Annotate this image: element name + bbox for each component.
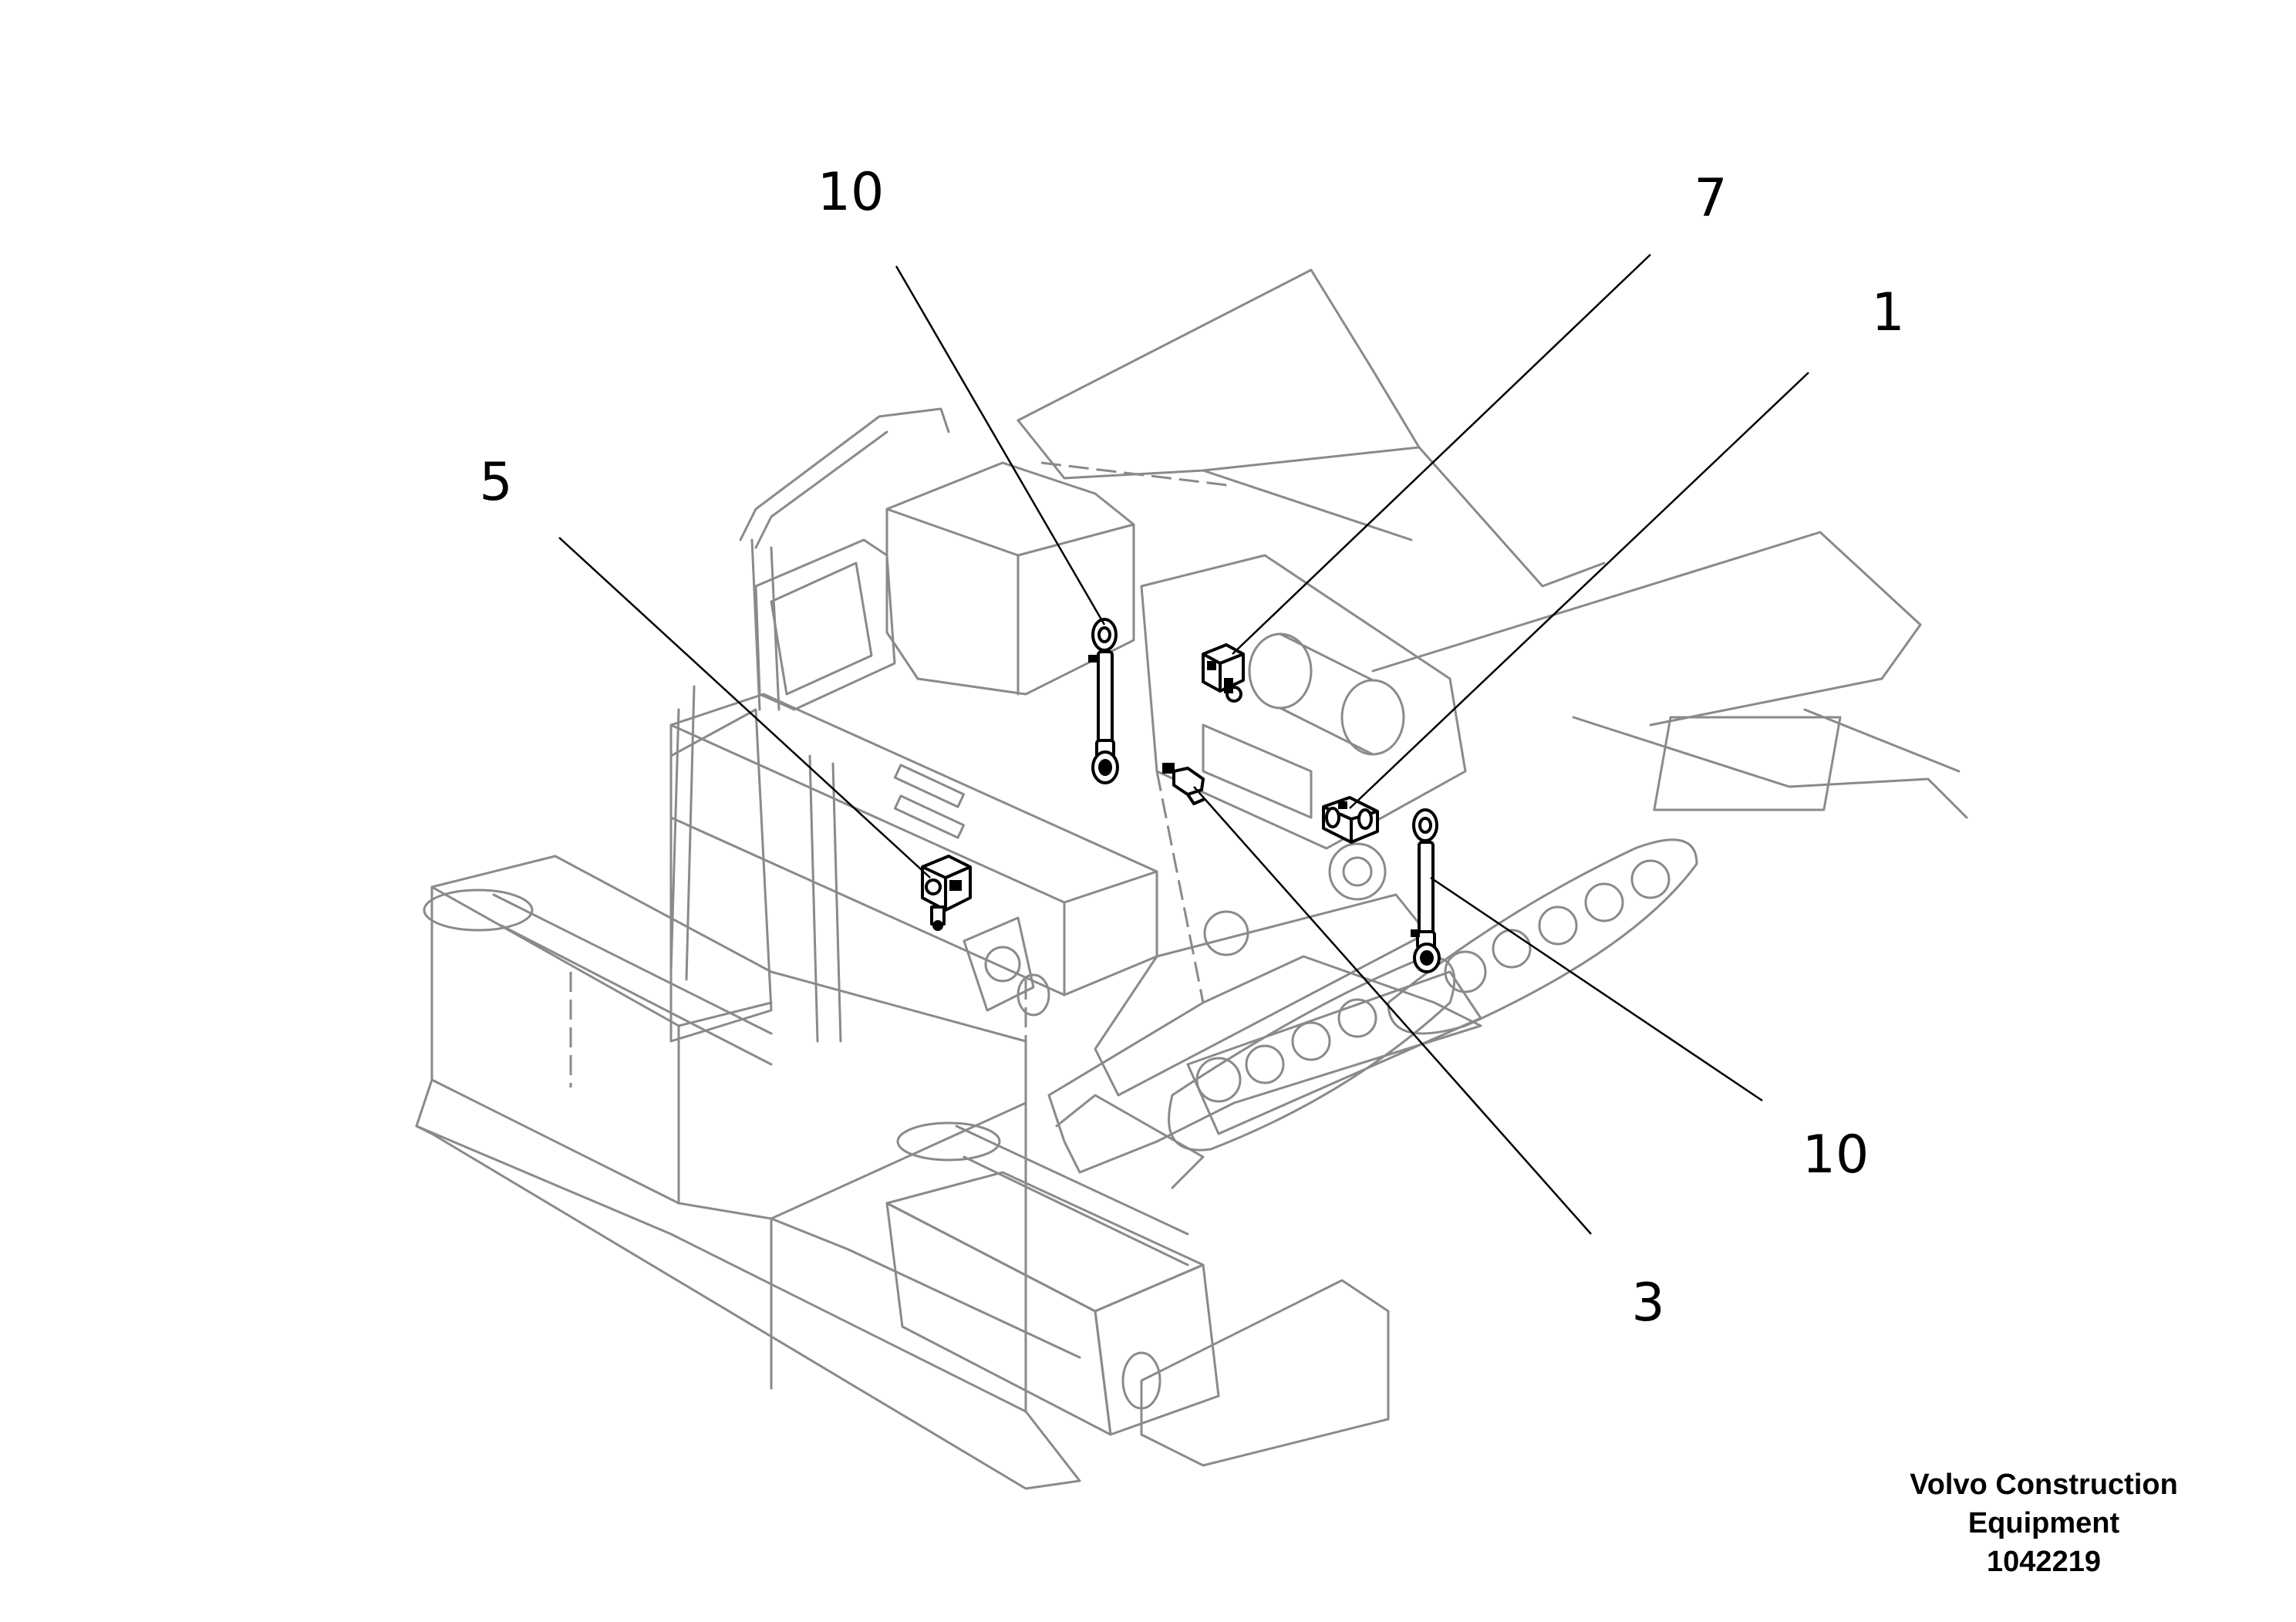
component-7-valve-block — [1202, 643, 1245, 703]
leader-7 — [1232, 254, 1651, 655]
callout-5: 5 — [479, 452, 512, 513]
leader-5 — [558, 537, 931, 878]
callout-labels: 10 7 1 5 10 3 — [479, 162, 1904, 1334]
leader-3 — [1193, 786, 1592, 1235]
component-5-valve-block — [921, 855, 972, 931]
component-3-bracket — [1162, 763, 1205, 805]
footer-company-line1: Volvo Construction — [1910, 1469, 2178, 1501]
component-1-pump — [1322, 796, 1379, 844]
component-10-cylinder-right — [1411, 808, 1441, 973]
callout-3: 3 — [1631, 1273, 1664, 1334]
footer-company-line2: Equipment — [1967, 1507, 2120, 1539]
leader-10-top — [895, 265, 1106, 626]
component-10-cylinder-left — [1088, 618, 1119, 784]
machine-outline — [415, 268, 1968, 1490]
callout-10-top: 10 — [818, 162, 885, 223]
leader-10-bottom — [1430, 876, 1763, 1102]
callout-7: 7 — [1694, 168, 1727, 229]
callout-1: 1 — [1871, 282, 1904, 343]
footer-drawing-number: 1042219 — [1987, 1546, 2101, 1578]
callout-10-bottom: 10 — [1802, 1125, 1870, 1185]
leader-lines — [558, 254, 1809, 1235]
leader-1 — [1349, 372, 1809, 809]
footer-caption: Volvo Construction Equipment 1042219 — [1805, 1465, 2283, 1581]
